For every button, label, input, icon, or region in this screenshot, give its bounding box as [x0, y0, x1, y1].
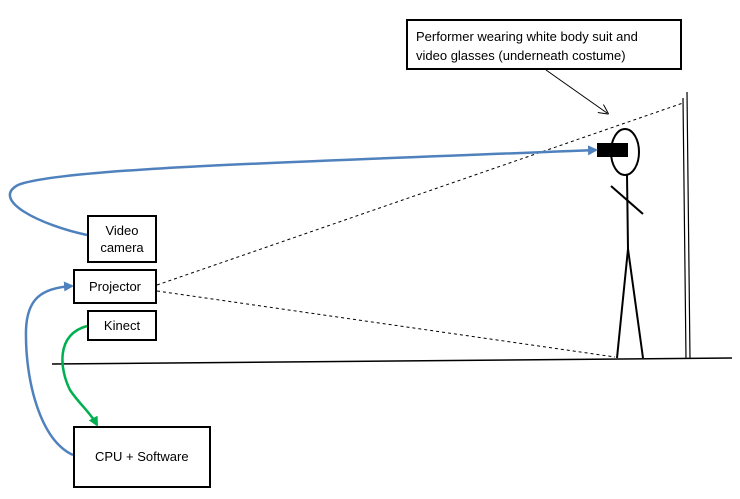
performer-body — [626, 174, 629, 250]
performer-right-leg — [627, 248, 644, 359]
performer-label: Performer wearing white body suit and vi… — [406, 19, 682, 70]
projection-bottom-ray — [156, 290, 616, 358]
cpu-software-box: CPU + Software — [73, 426, 211, 488]
cpu-software-label: CPU + Software — [95, 449, 189, 464]
performer-left-leg — [616, 248, 629, 359]
video-glasses-icon — [597, 143, 628, 157]
cpu-to-projector-arrow — [24, 281, 74, 457]
projector-label: Projector — [88, 279, 142, 294]
video-camera-box: Video camera — [87, 215, 157, 263]
video-feed-arrow — [8, 145, 598, 237]
performer-figure — [597, 128, 644, 359]
screen-right-edge — [686, 91, 691, 360]
screen-left-edge — [682, 97, 687, 360]
video-camera-label-line1: Video — [105, 223, 139, 238]
kinect-to-cpu-arrow — [61, 324, 99, 427]
projector-box: Projector — [73, 269, 157, 304]
kinect-label: Kinect — [103, 318, 141, 333]
projection-top-ray — [156, 102, 684, 286]
callout-arrow — [545, 69, 607, 113]
performer-arms — [610, 185, 644, 215]
video-camera-label-line2: camera — [100, 240, 144, 255]
kinect-box: Kinect — [87, 310, 157, 341]
performer-label-text: Performer wearing white body suit and vi… — [416, 29, 638, 63]
floor-line — [51, 357, 733, 365]
